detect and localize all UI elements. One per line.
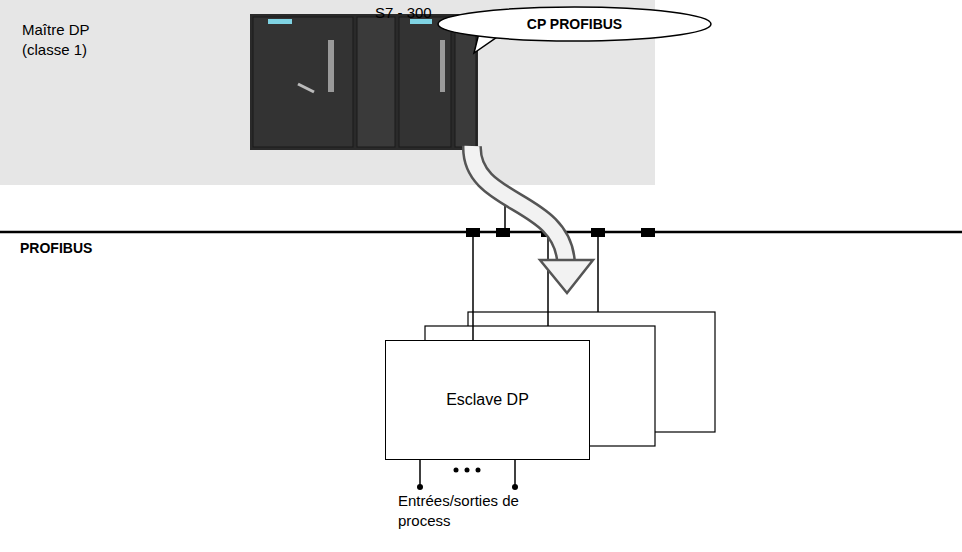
module	[455, 17, 476, 147]
slave-drop-line	[472, 232, 474, 340]
arrow-body-outline	[472, 146, 566, 262]
bus-connector	[641, 228, 655, 237]
slave-name: Esclave DP	[446, 391, 529, 409]
ellipse-shape	[438, 7, 711, 41]
profibus-line	[0, 231, 962, 234]
module-strip	[268, 19, 292, 24]
bus-name: PROFIBUS	[20, 239, 92, 257]
ellipsis-dot	[476, 468, 481, 473]
slave-box: Esclave DP	[385, 340, 590, 460]
cpu-module	[253, 17, 353, 147]
module-slot	[328, 40, 334, 92]
ellipsis-dot	[465, 468, 470, 473]
arrow-head	[540, 260, 593, 293]
io-caption: Entrées/sorties de process	[398, 491, 573, 530]
bus-connector	[466, 228, 480, 237]
plc-rack	[250, 14, 478, 150]
rack-body	[250, 14, 478, 150]
bus-connector	[591, 228, 605, 237]
key-switch	[298, 84, 314, 92]
device-name: S7 - 300	[375, 3, 432, 23]
io-terminal	[417, 484, 423, 490]
callout-text: CP PROFIBUS	[527, 16, 622, 32]
io-line	[514, 460, 516, 487]
io-line	[419, 460, 421, 487]
arrow-body	[472, 146, 566, 262]
slave-drop-line	[597, 232, 599, 312]
io-terminal	[512, 484, 518, 490]
module-slot	[440, 40, 445, 92]
master-panel-ground	[0, 0, 655, 185]
callout-ellipse: CP PROFIBUS	[437, 6, 712, 42]
master-title: Maître DP (classe 1)	[22, 20, 132, 59]
cp-module	[399, 17, 451, 147]
data-flow-arrow	[472, 146, 593, 293]
module	[357, 17, 395, 147]
ellipsis-dot	[454, 468, 459, 473]
bus-connector	[496, 228, 510, 237]
slave-drop-line	[547, 232, 549, 326]
